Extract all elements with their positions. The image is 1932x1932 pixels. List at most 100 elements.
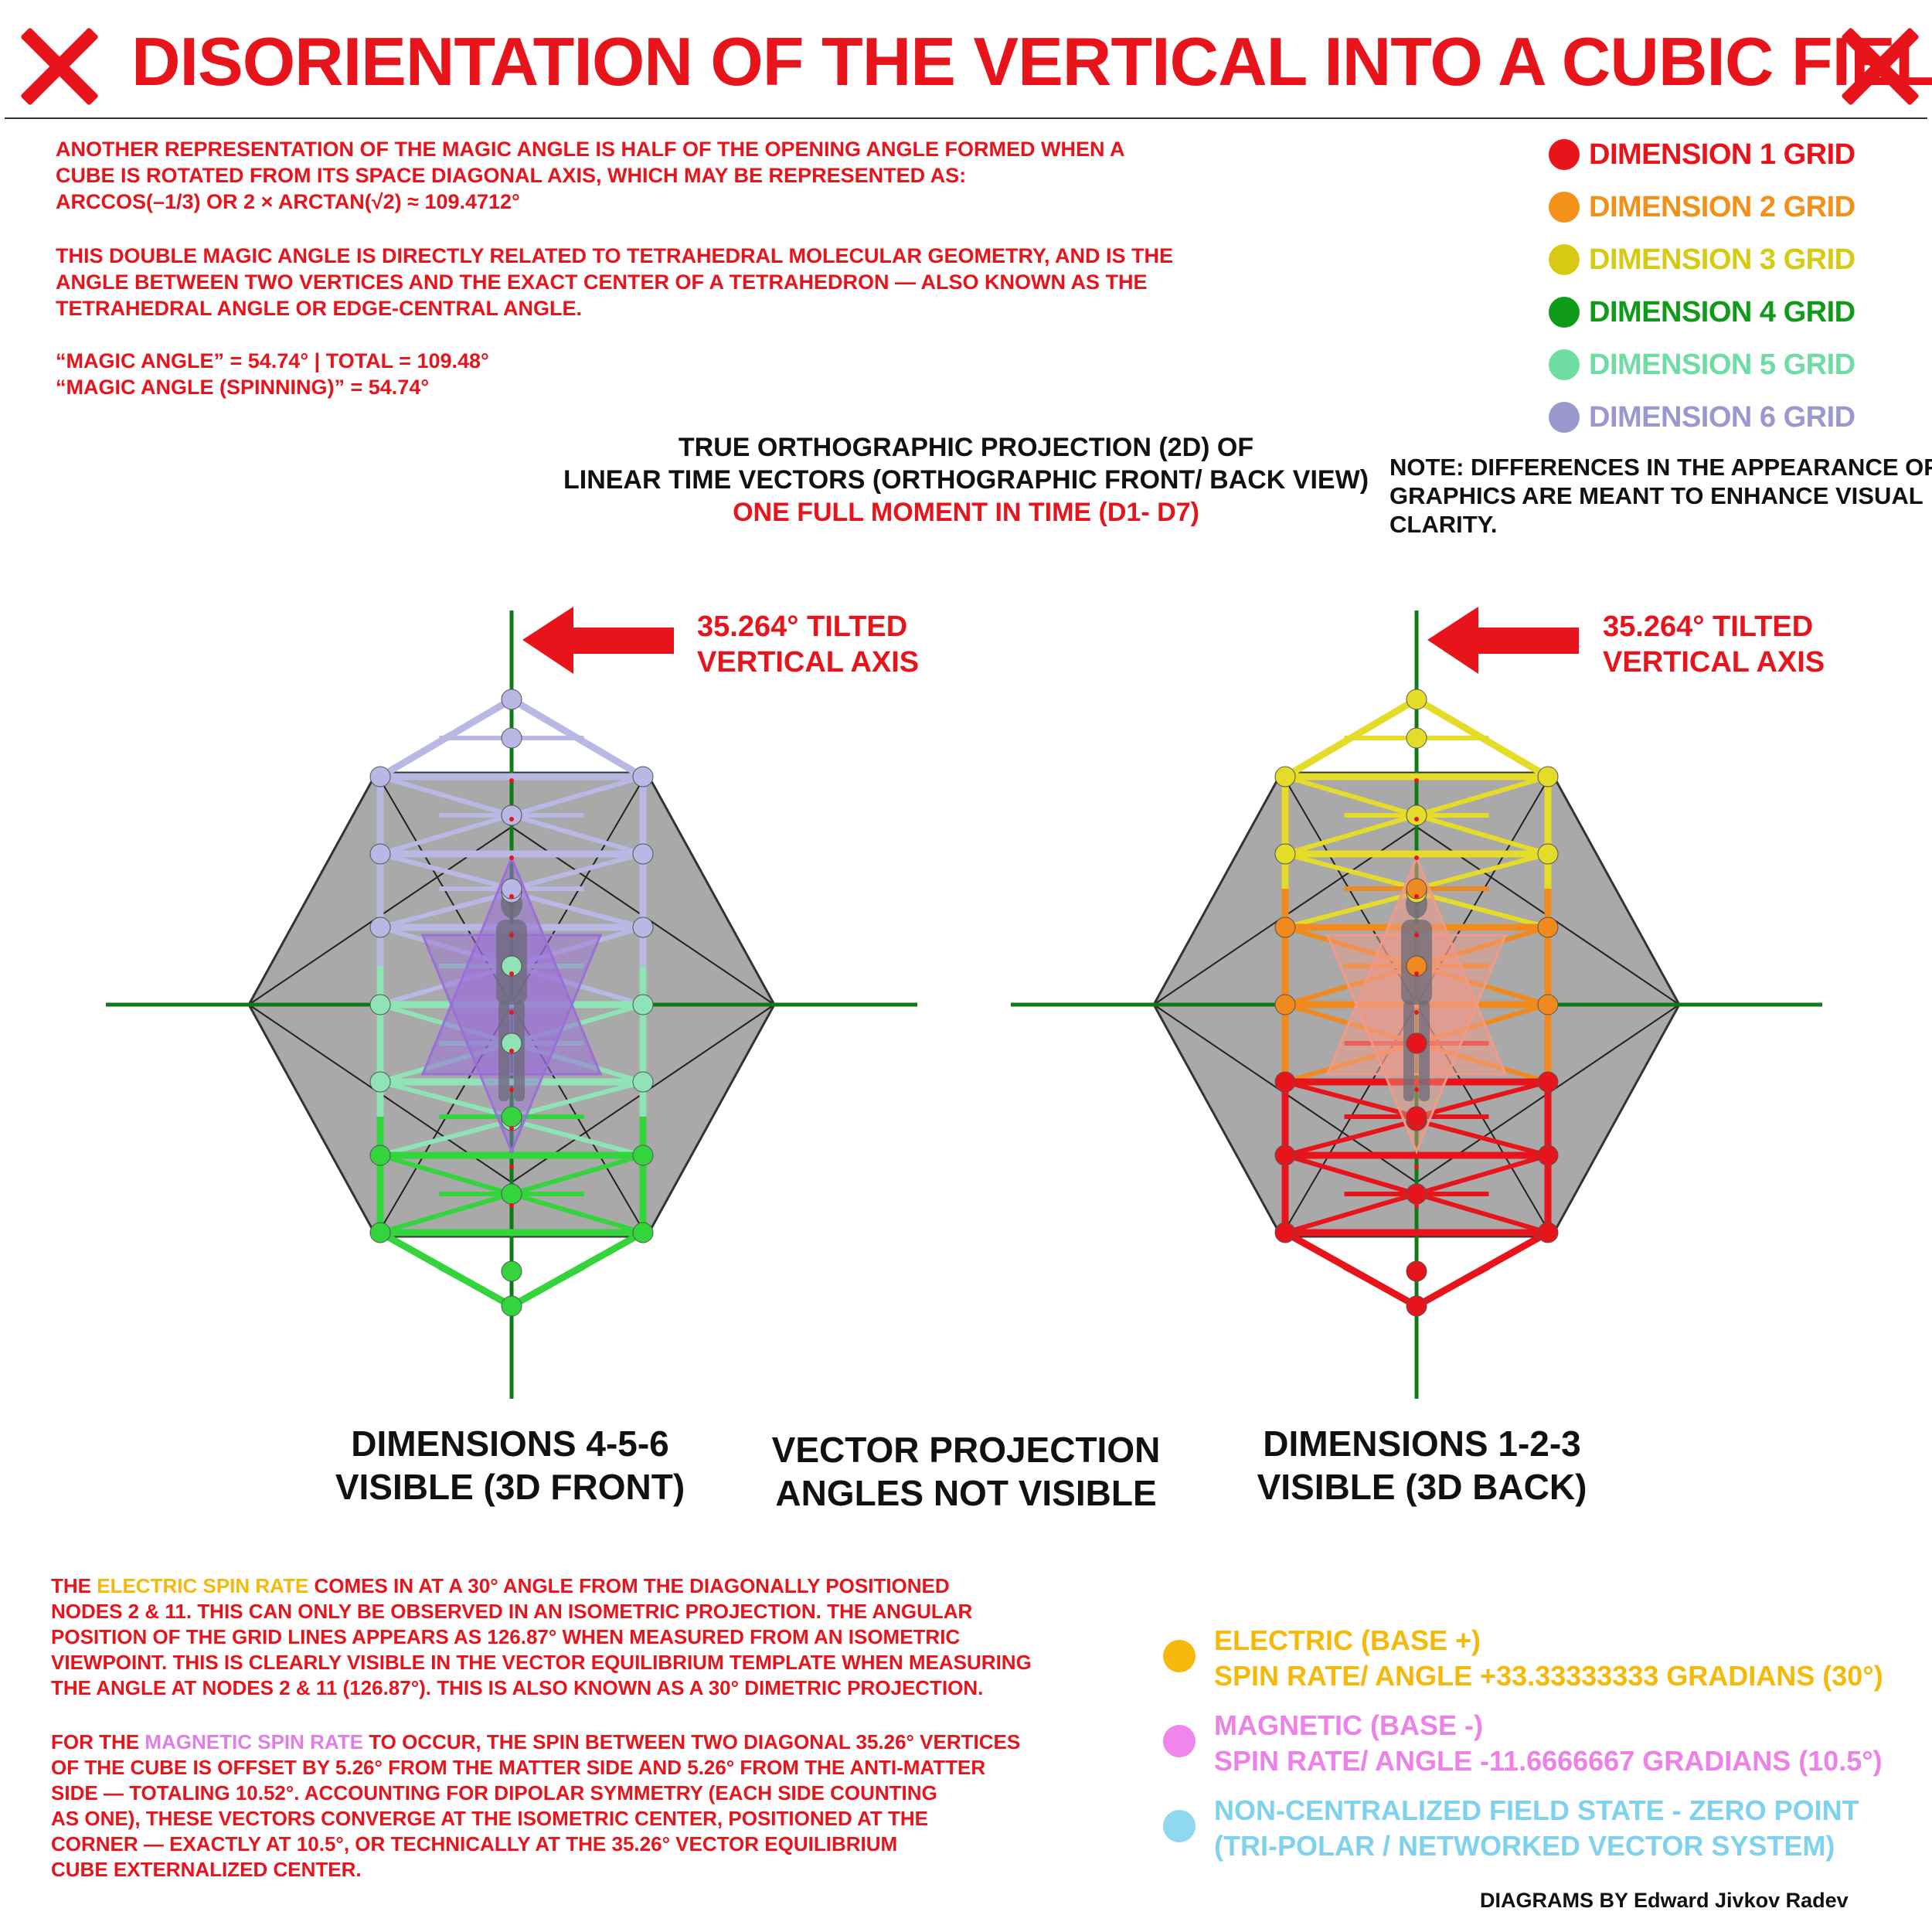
lattice-node bbox=[501, 1260, 522, 1282]
magnetic-legend-text: MAGNETIC (BASE -) SPIN RATE/ ANGLE -11.6… bbox=[1214, 1708, 1883, 1779]
figure-leg bbox=[1419, 1001, 1430, 1101]
lattice-node bbox=[369, 766, 391, 787]
axis-marker-dot bbox=[509, 817, 514, 821]
lattice-node bbox=[632, 1222, 654, 1243]
magnetic-dot-icon bbox=[1163, 1725, 1196, 1757]
legend-item-dimension-4: DIMENSION 4 GRID bbox=[1549, 286, 1855, 338]
axis-marker-dot bbox=[509, 778, 514, 783]
axis-marker-dot bbox=[509, 1165, 514, 1169]
lattice-diagonal bbox=[511, 890, 644, 930]
axis-marker-dot bbox=[1414, 894, 1419, 899]
tilted-axis-label-right: 35.264° TILTED VERTICAL AXIS bbox=[1603, 609, 1825, 680]
note-line: CLARITY. bbox=[1389, 511, 1498, 538]
note-line: GRAPHICS ARE MEANT TO ENHANCE VISUAL bbox=[1389, 482, 1923, 509]
red-arrow-icon bbox=[1427, 607, 1579, 674]
note-line: NOTE: DIFFERENCES IN THE APPEARANCE OF bbox=[1389, 454, 1932, 481]
magnetic-spin-paragraph: FOR THE MAGNETIC SPIN RATE TO OCCUR, THE… bbox=[51, 1730, 1020, 1883]
lattice-node bbox=[1274, 917, 1296, 938]
axis-label-line: VERTICAL AXIS bbox=[697, 646, 920, 679]
lattice-diagonal bbox=[511, 852, 644, 891]
paragraph-line: AS ONE), THESE VECTORS CONVERGE AT THE I… bbox=[51, 1807, 928, 1830]
legend-label: DIMENSION 1 GRID bbox=[1589, 138, 1855, 171]
axis-marker-dot bbox=[509, 894, 514, 899]
paragraph-line: OF THE CUBE IS OFFSET BY 5.26° FROM THE … bbox=[51, 1756, 986, 1779]
lattice-node bbox=[369, 917, 391, 938]
zero-point-dot-icon bbox=[1163, 1810, 1196, 1842]
electric-dot-icon bbox=[1163, 1640, 1196, 1672]
axis-marker-dot bbox=[509, 1049, 514, 1053]
lattice-diagonal bbox=[1416, 852, 1549, 891]
paragraph-line: VIEWPOINT. THIS IS CLEARLY VISIBLE IN TH… bbox=[51, 1651, 1032, 1674]
electric-legend-text: ELECTRIC (BASE +) SPIN RATE/ ANGLE +33.3… bbox=[1214, 1623, 1883, 1694]
lattice-node bbox=[501, 1106, 522, 1128]
paragraph-line: NODES 2 & 11. THIS CAN ONLY BE OBSERVED … bbox=[51, 1600, 973, 1623]
orange-dot-icon bbox=[1549, 192, 1580, 223]
intro-line: “MAGIC ANGLE (SPINNING)” = 54.74° bbox=[56, 376, 430, 399]
lattice-diagonal bbox=[1284, 852, 1417, 891]
lattice-node bbox=[1537, 1145, 1559, 1166]
axis-marker-dot bbox=[509, 933, 514, 937]
lattice-diagonal bbox=[1284, 1192, 1417, 1235]
axis-label-line: 35.264° TILTED bbox=[1603, 611, 1814, 643]
lattice-node bbox=[1274, 1071, 1296, 1093]
lattice-node bbox=[1274, 994, 1296, 1015]
magnetic-spin-rate-highlight: MAGNETIC SPIN RATE bbox=[145, 1730, 363, 1753]
lavender-dot-icon bbox=[1549, 402, 1580, 433]
intro-line: ANGLE BETWEEN TWO VERTICES AND THE EXACT… bbox=[56, 270, 1148, 294]
red-arrow-icon bbox=[522, 607, 674, 674]
electric-spin-rate-highlight: ELECTRIC SPIN RATE bbox=[97, 1574, 309, 1597]
lattice-diagonal bbox=[1416, 1153, 1549, 1196]
tilted-axis-label-left: 35.264° TILTED VERTICAL AXIS bbox=[697, 609, 919, 680]
legend-item-dimension-2: DIMENSION 2 GRID bbox=[1549, 181, 1855, 233]
lattice-diagonal bbox=[511, 774, 644, 818]
intro-paragraph-2: THIS DOUBLE MAGIC ANGLE IS DIRECTLY RELA… bbox=[56, 243, 1173, 321]
lattice-node bbox=[369, 843, 391, 865]
lattice-diagonal bbox=[1284, 1118, 1417, 1158]
figure-leg bbox=[1403, 1001, 1414, 1101]
lattice-diagonal bbox=[1284, 1080, 1417, 1119]
lattice-diagonal bbox=[1284, 774, 1417, 818]
lattice-node bbox=[1406, 727, 1427, 749]
axis-marker-dot bbox=[1414, 855, 1419, 860]
lattice-diagonal bbox=[511, 1118, 644, 1158]
paragraph-line: POSITION OF THE GRID LINES APPEARS AS 12… bbox=[51, 1625, 961, 1648]
axis-marker-dot bbox=[1414, 817, 1419, 821]
lattice-diagonal bbox=[1416, 1080, 1549, 1119]
lattice-node bbox=[632, 994, 654, 1015]
lattice-diagonal bbox=[511, 1153, 644, 1196]
lattice-diagonal bbox=[511, 813, 644, 856]
lattice-node bbox=[632, 843, 654, 865]
lattice-diagonal bbox=[379, 890, 512, 930]
intro-line: ANOTHER REPRESENTATION OF THE MAGIC ANGL… bbox=[56, 138, 1125, 161]
lattice-node bbox=[369, 1071, 391, 1093]
legend-item-dimension-3: DIMENSION 3 GRID bbox=[1549, 233, 1855, 286]
lattice-diagonal bbox=[379, 1080, 512, 1119]
text-span: TO OCCUR, THE SPIN BETWEEN TWO DIAGONAL … bbox=[362, 1730, 1021, 1753]
green-dot-icon bbox=[1549, 297, 1580, 328]
lattice-node bbox=[1406, 1183, 1427, 1205]
text-span: COMES IN AT A 30° ANGLE FROM THE DIAGONA… bbox=[308, 1574, 950, 1597]
axis-marker-dot bbox=[1414, 1049, 1419, 1053]
axis-marker-dot bbox=[509, 1087, 514, 1092]
paragraph-line: FOR THE MAGNETIC SPIN RATE TO OCCUR, THE… bbox=[51, 1730, 1020, 1755]
lattice-node bbox=[1406, 1295, 1427, 1317]
axis-marker-dot bbox=[1414, 933, 1419, 937]
axis-marker-dot bbox=[1414, 1087, 1419, 1092]
lattice-node bbox=[1274, 843, 1296, 865]
axis-marker-dot bbox=[1414, 1203, 1419, 1208]
lattice-node bbox=[369, 1222, 391, 1243]
legend-line: NON-CENTRALIZED FIELD STATE - ZERO POINT bbox=[1214, 1794, 1859, 1826]
lattice-node bbox=[1537, 1222, 1559, 1243]
paragraph-line: SIDE — TOTALING 10.52°. ACCOUNTING FOR D… bbox=[51, 1781, 937, 1804]
lattice-node bbox=[1406, 1260, 1427, 1282]
note: NOTE: DIFFERENCES IN THE APPEARANCE OF G… bbox=[1389, 453, 1932, 539]
lattice-diagonal bbox=[379, 813, 512, 856]
lattice-node bbox=[1406, 804, 1427, 826]
axis-label-line: VERTICAL AXIS bbox=[1603, 646, 1825, 679]
lattice-diagonal bbox=[379, 1118, 512, 1158]
lattice-node bbox=[501, 804, 522, 826]
lattice-node bbox=[501, 727, 522, 749]
paragraph-line: CUBE EXTERNALIZED CENTER. bbox=[51, 1858, 362, 1881]
diagram-dimensions-4-5-6 bbox=[106, 607, 917, 1399]
caption-line: VISIBLE (3D FRONT) bbox=[335, 1467, 685, 1507]
